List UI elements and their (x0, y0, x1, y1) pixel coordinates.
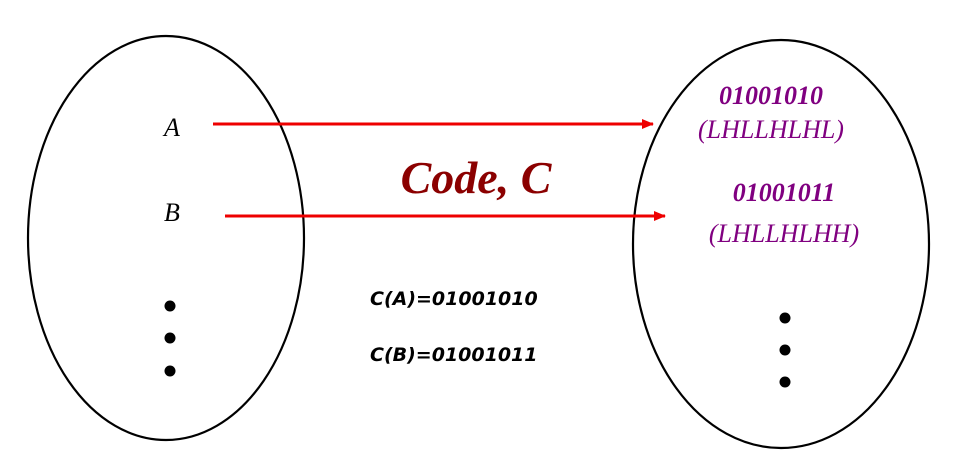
mapping-label: Code, C (401, 152, 553, 203)
domain-ellipsis-dot (164, 332, 176, 344)
domain-ellipsis-dot (164, 365, 176, 377)
code-b-bits: 01001011 (733, 178, 836, 207)
code-b-levels: (LHLLHLHH) (709, 219, 859, 248)
code-a-bits: 01001010 (719, 81, 823, 110)
codomain-ellipsis-dot (779, 344, 791, 356)
codomain-ellipsis-dot (779, 312, 791, 324)
code-a-levels: (LHLLHLHL) (698, 115, 844, 144)
codomain-ellipsis-dot (779, 376, 791, 388)
domain-set-ellipse (26, 34, 306, 442)
domain-item-b: B (164, 198, 180, 227)
equation-a: C(A)=01001010 (370, 288, 538, 310)
domain-item-a: A (162, 113, 180, 142)
domain-ellipsis-dot (164, 300, 176, 312)
codomain-set-ellipse (631, 38, 931, 450)
equation-b: C(B)=01001011 (370, 344, 537, 366)
